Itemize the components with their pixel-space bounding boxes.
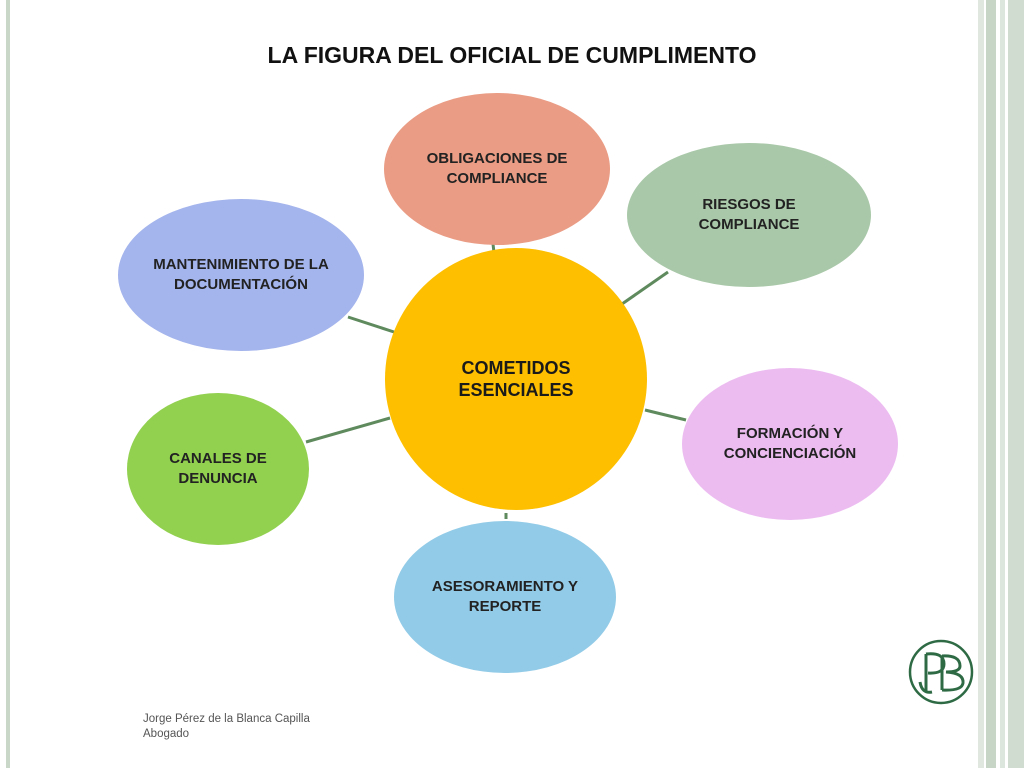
left-border-decoration <box>6 0 10 768</box>
footer-role: Abogado <box>143 728 190 740</box>
connector-riesgos <box>621 270 669 306</box>
node-formacion <box>682 368 898 520</box>
label-riesgos: RIESGOS DE COMPLIANCE <box>698 196 800 233</box>
connector-mantenimiento <box>347 315 395 334</box>
node-asesoramiento <box>394 521 616 673</box>
page-title: LA FIGURA DEL OFICIAL DE CUMPLIMENTO <box>267 42 757 68</box>
node-mantenimiento <box>118 199 364 351</box>
label-mantenimiento: MANTENIMIENTO DE LA DOCUMENTACIÓN <box>153 256 329 293</box>
footer-author: Jorge Pérez de la Blanca Capilla Abogado <box>143 712 310 742</box>
connector-formacion <box>644 408 687 422</box>
node-obligaciones <box>384 93 610 245</box>
label-asesoramiento: ASESORAMIENTO Y REPORTE <box>431 578 579 615</box>
label-obligaciones: OBLIGACIONES DE COMPLIANCE <box>426 150 568 187</box>
label-formacion: FORMACIÓN Y CONCIENCIACIÓN <box>723 425 857 462</box>
connector-canales <box>305 416 391 444</box>
label-center: COMETIDOS ESENCIALES <box>458 358 574 400</box>
node-center <box>385 248 647 510</box>
label-canales: CANALES DE DENUNCIA <box>169 450 267 487</box>
right-border-decoration <box>978 0 1024 768</box>
node-riesgos <box>627 143 871 287</box>
footer-name: Jorge Pérez de la Blanca Capilla <box>143 713 310 725</box>
jpb-monogram-logo-icon <box>908 639 974 705</box>
node-canales <box>127 393 309 545</box>
